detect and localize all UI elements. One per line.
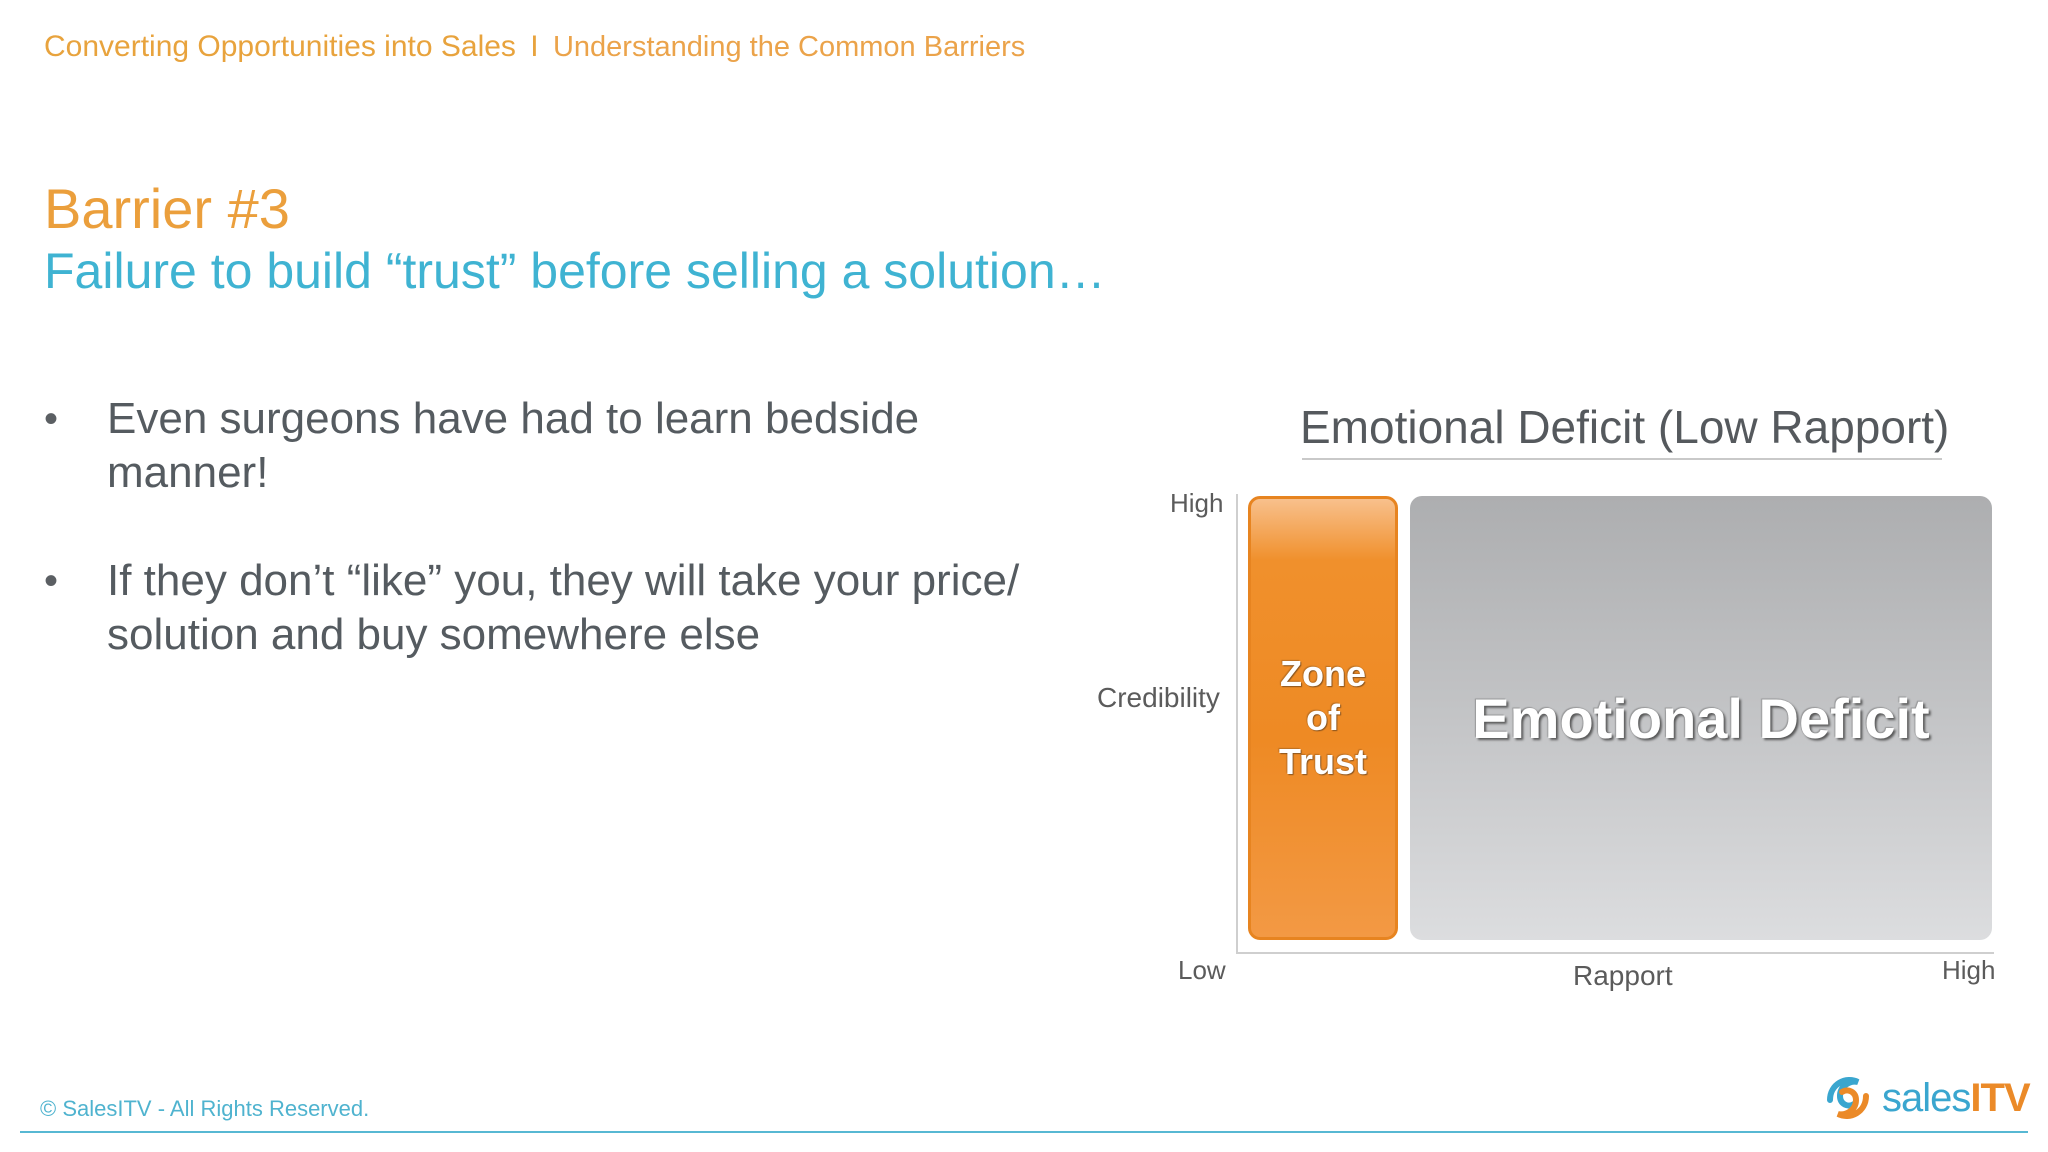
y-axis-line bbox=[1236, 494, 1238, 954]
bullet-text: Even surgeons have had to learn bedside … bbox=[107, 394, 920, 497]
logo-text-itv: ITV bbox=[1970, 1075, 2030, 1120]
barrier-subtitle: Failure to build “trust” before selling … bbox=[44, 243, 1106, 299]
bullet-glyph: • bbox=[44, 397, 59, 441]
zone-label-line: of bbox=[1306, 697, 1340, 738]
bullet-item: • Even surgeons have had to learn bedsid… bbox=[44, 392, 1084, 500]
course-title: Converting Opportunities into Sales bbox=[44, 30, 516, 63]
slide-header: Converting Opportunities into Sales I Un… bbox=[44, 30, 1025, 64]
zone-label-line: Trust bbox=[1278, 741, 1367, 782]
section-title: Understanding the Common Barriers bbox=[552, 31, 1026, 63]
diagram-title: Emotional Deficit (Low Rapport) bbox=[1300, 401, 1950, 453]
y-axis-label: Credibility bbox=[1097, 682, 1220, 713]
emotional-deficit-box: Emotional Deficit bbox=[1410, 496, 1992, 940]
swirl-logo-icon bbox=[1827, 1077, 1869, 1119]
zone-label-line: Zone bbox=[1279, 653, 1366, 694]
bullet-text: If they don’t “like” you, they will take… bbox=[107, 556, 1020, 659]
salesitv-logo: salesITV bbox=[1820, 1068, 2031, 1128]
x-axis-high-label: High bbox=[1942, 955, 1996, 985]
x-axis-line bbox=[1236, 952, 1994, 954]
y-axis-high-label: High bbox=[1170, 488, 1224, 518]
emotional-deficit-label: Emotional Deficit bbox=[1472, 686, 1930, 750]
x-axis-low-label: Low bbox=[1178, 955, 1226, 985]
header-separator: I bbox=[530, 30, 539, 63]
x-axis-label: Rapport bbox=[1573, 960, 1673, 991]
barrier-heading: Barrier #3 bbox=[44, 177, 290, 240]
title-underline bbox=[1302, 458, 1942, 460]
bullet-list: • Even surgeons have had to learn bedsid… bbox=[44, 392, 1084, 716]
footer-divider bbox=[20, 1131, 2028, 1133]
copyright-text: © SalesITV - All Rights Reserved. bbox=[40, 1096, 370, 1121]
bullet-glyph: • bbox=[44, 559, 59, 603]
logo-text-sales: sales bbox=[1882, 1075, 1971, 1120]
zone-of-trust-box: Zone of Trust bbox=[1248, 496, 1398, 940]
logo-wordmark: salesITV bbox=[1882, 1075, 2031, 1121]
bullet-item: • If they don’t “like” you, they will ta… bbox=[44, 554, 1084, 662]
